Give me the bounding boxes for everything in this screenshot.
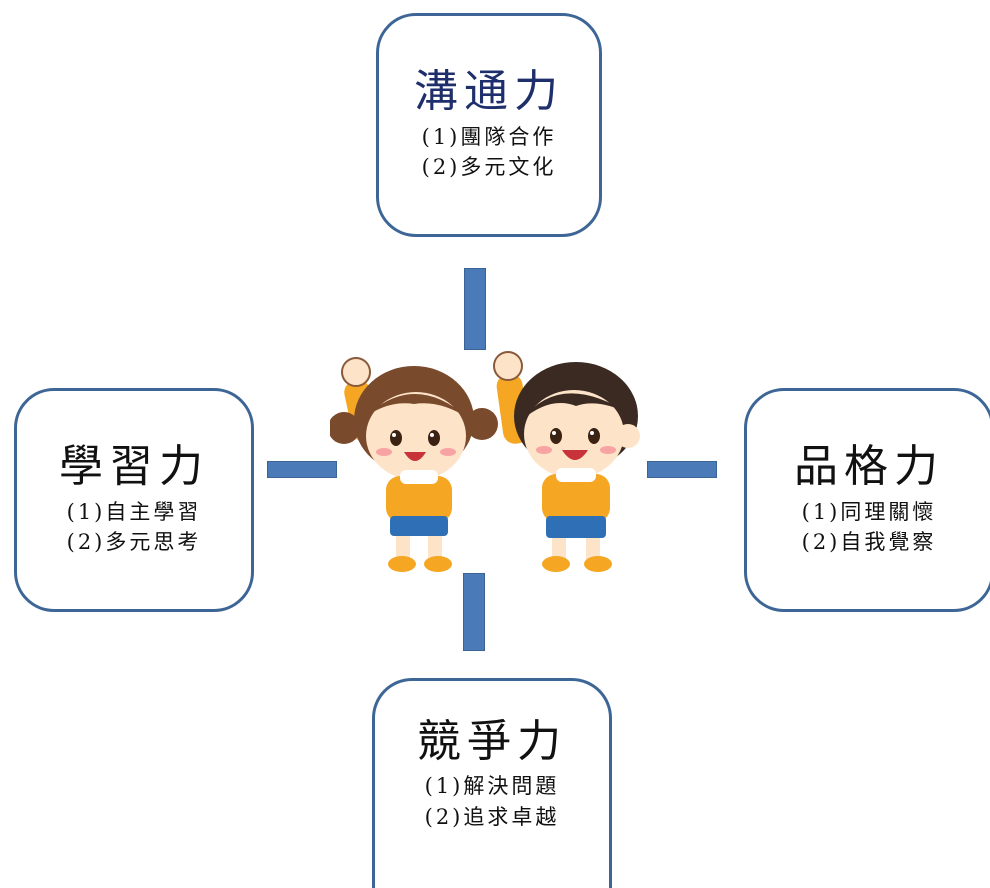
node-item: (1)自主學習 <box>66 499 202 524</box>
node-item: (2)自我覺察 <box>801 530 937 555</box>
node-item: (1)團隊合作 <box>421 124 557 149</box>
node-title: 競爭力 <box>417 715 567 767</box>
node-item: (2)多元文化 <box>421 155 557 180</box>
node-communication: 溝通力 (1)團隊合作 (2)多元文化 <box>376 13 602 237</box>
node-item: (2)多元思考 <box>66 530 202 555</box>
node-title: 溝通力 <box>414 66 564 118</box>
node-competitiveness: 競爭力 (1)解決問題 (2)追求卓越 <box>372 678 612 888</box>
boy-figure <box>493 351 640 572</box>
girl-figure <box>330 357 498 572</box>
node-item: (2)追求卓越 <box>424 804 560 829</box>
node-item: (1)同理關懷 <box>801 499 937 524</box>
connector-bottom <box>463 573 485 651</box>
connector-left <box>267 461 337 478</box>
connector-top <box>464 268 486 350</box>
node-item: (1)解決問題 <box>424 774 560 799</box>
node-title: 品格力 <box>794 441 944 493</box>
node-learning: 學習力 (1)自主學習 (2)多元思考 <box>14 388 254 612</box>
node-title: 學習力 <box>59 441 209 493</box>
connector-right <box>647 461 717 478</box>
cheering-kids-illustration <box>330 351 640 572</box>
node-character: 品格力 (1)同理關懷 (2)自我覺察 <box>744 388 990 612</box>
